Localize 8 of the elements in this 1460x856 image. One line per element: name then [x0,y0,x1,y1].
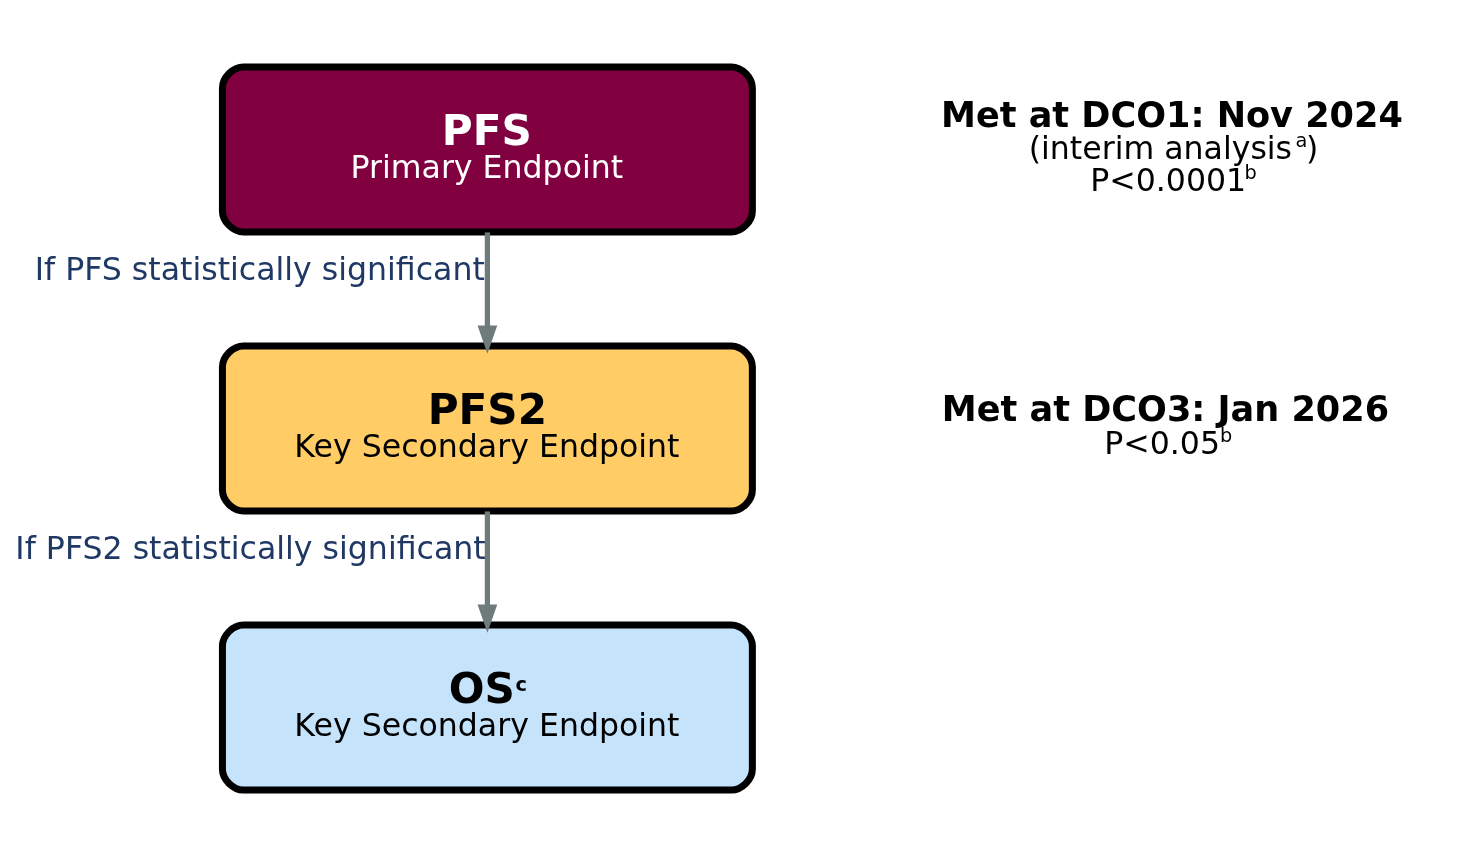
node-label: Met at DCO1: Nov 2024 [941,93,1403,135]
edge-label: If PFS statistically significant [34,250,485,287]
arrow [477,231,498,354]
node-box: OS$^{c}$ Key Secondary Endpoint [218,621,756,793]
node-box: PFS Primary Endpoint [218,63,756,235]
node-box: PFS2 Key Secondary Endpoint [218,342,756,514]
edge-label: If PFS2 statistically significant [15,529,486,566]
arrow [477,510,498,633]
